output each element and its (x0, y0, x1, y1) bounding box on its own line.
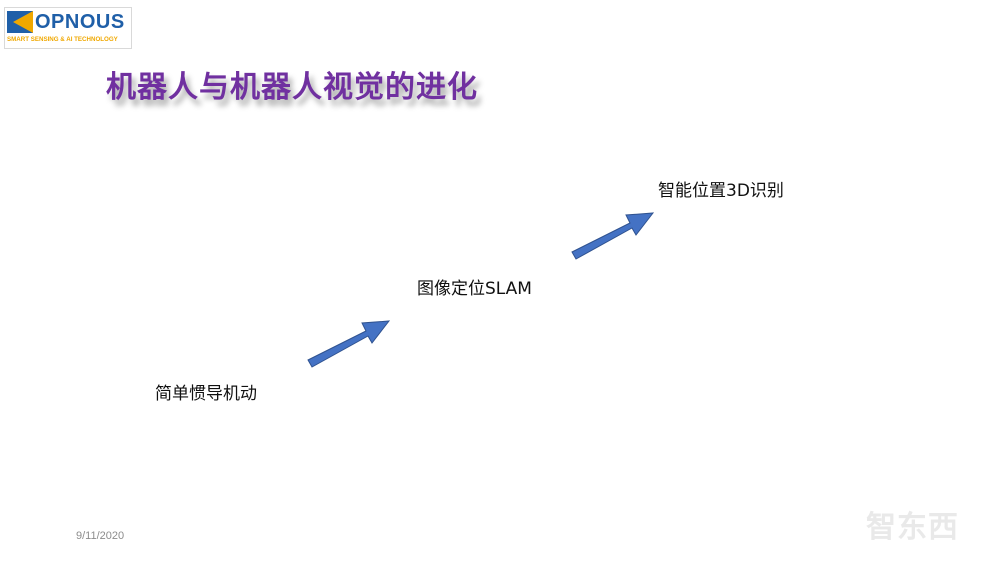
slide-date: 9/11/2020 (76, 530, 125, 542)
arrow-icon-2 (571, 212, 655, 260)
logo-mark-icon (7, 11, 33, 33)
logo-wordmark: OPNOUS (35, 11, 125, 33)
step-label-1: 简单惯导机动 (155, 384, 257, 404)
arrow-icon-1 (307, 320, 391, 368)
step-label-2: 图像定位SLAM (417, 279, 532, 299)
watermark: 智东西 (860, 490, 990, 550)
step-label-3: 智能位置3D识别 (658, 181, 784, 201)
opnous-logo: OPNOUS SMART SENSING & AI TECHNOLOGY (4, 7, 132, 49)
watermark-text: 智东西 (866, 510, 959, 545)
slide-title: 机器人与机器人视觉的进化 (106, 70, 478, 105)
logo-tagline: SMART SENSING & AI TECHNOLOGY (7, 36, 118, 43)
